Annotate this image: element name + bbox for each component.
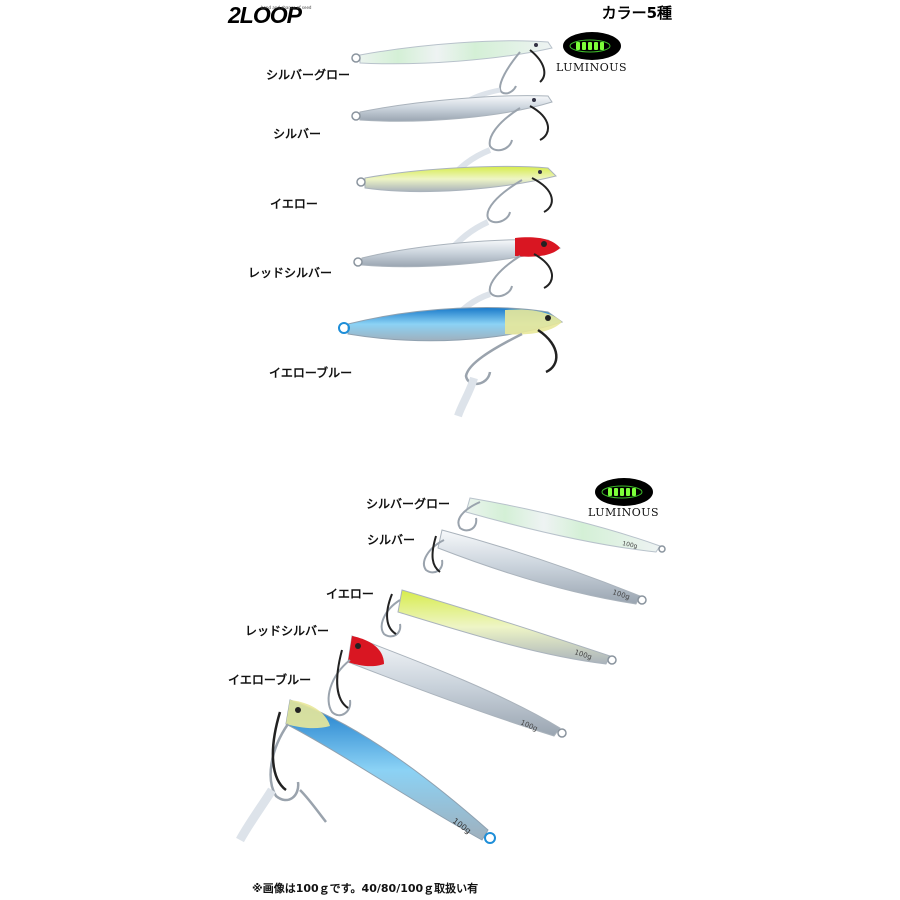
label-yellow-blue: イエローブルー (228, 673, 312, 687)
brand-logo: 2LOOP bond and chance of seed (228, 2, 312, 30)
luminous-label: LUMINOUS (556, 61, 628, 74)
footnote: ※画像は100ｇです。40/80/100ｇ取扱い有 (252, 882, 479, 895)
glow-lure-icon (563, 32, 621, 60)
label-red-silver: レッドシルバー (245, 624, 330, 638)
weight-mark: 100g (622, 540, 639, 550)
logo-tagline: bond and chance of seed (261, 5, 312, 10)
label-yellow: イエロー (270, 197, 318, 211)
label-yellow-blue: イエローブルー (269, 366, 353, 380)
label-silver: シルバー (367, 533, 416, 547)
lure-yellow-blue (338, 307, 564, 418)
luminous-badge-bottom: LUMINOUS (588, 476, 664, 524)
lure-yellow-blue: 100g (236, 699, 496, 844)
label-silver: シルバー (273, 127, 322, 141)
label-red-silver: レッドシルバー (248, 266, 333, 280)
page-title: カラー5種 (601, 4, 672, 22)
label-yellow: イエロー (326, 587, 374, 601)
luminous-badge-top: LUMINOUS (556, 30, 628, 78)
luminous-label: LUMINOUS (588, 506, 660, 519)
lure-red-silver: 100g (327, 635, 567, 738)
label-silver-glow: シルバーグロー (266, 68, 351, 82)
lure-silver: 100g (423, 529, 647, 605)
label-silver-glow: シルバーグロー (366, 497, 451, 511)
glow-lure-icon (595, 478, 653, 506)
logo-text: 2LOOP (228, 2, 302, 28)
lure-yellow: 100g (380, 589, 617, 665)
lure-silver-glow: 100g (457, 497, 666, 553)
